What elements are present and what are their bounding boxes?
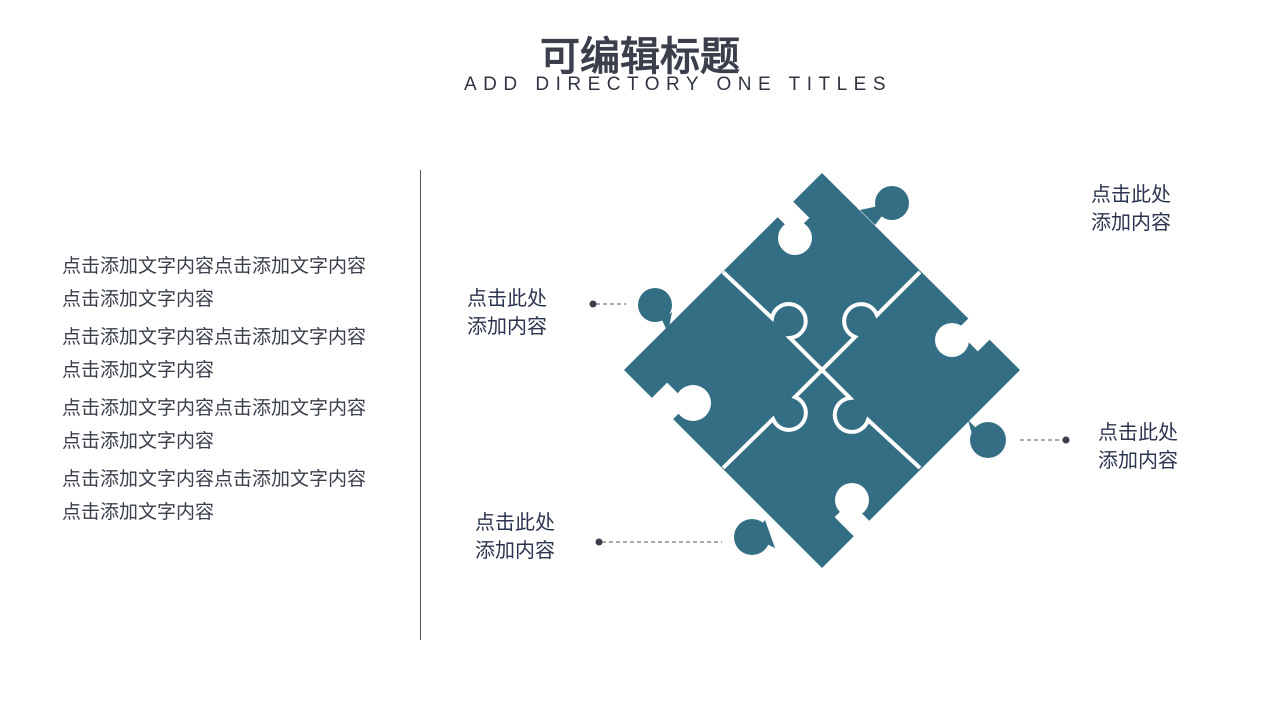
label-right: 点击此处 添加内容 — [1098, 418, 1178, 474]
label-title: 点击此处 — [1091, 182, 1171, 206]
label-text: 添加内容 — [1098, 448, 1178, 472]
label-text: 添加内容 — [1091, 210, 1171, 234]
page-subtitle: ADD DIRECTORY ONE TITLES — [463, 74, 893, 95]
text-block-3: 点击添加文字内容点击添加文字内容点击添加文字内容 — [62, 397, 367, 452]
label-title: 点击此处 — [1098, 420, 1178, 444]
label-title: 点击此处 — [475, 510, 555, 534]
text-block-2: 点击添加文字内容点击添加文字内容点击添加文字内容 — [62, 326, 367, 381]
label-left: 点击此处 添加内容 — [467, 284, 547, 340]
connector-lines — [596, 303, 1063, 543]
text-block-1: 点击添加文字内容点击添加文字内容点击添加文字内容 — [62, 255, 367, 310]
page-title: 可编辑标题 — [540, 34, 740, 80]
label-text: 添加内容 — [475, 538, 555, 562]
puzzle-seams — [721, 270, 922, 470]
vertical-divider — [420, 170, 421, 640]
tab-left — [638, 288, 672, 322]
label-top-right: 点击此处 添加内容 — [1091, 180, 1171, 236]
text-block-4: 点击添加文字内容点击添加文字内容点击添加文字内容 — [62, 468, 367, 523]
puzzle-holes — [651, 196, 994, 539]
label-text: 添加内容 — [467, 314, 547, 338]
connector-dots — [589, 300, 1070, 546]
label-title: 点击此处 — [467, 286, 547, 310]
label-bottom-left: 点击此处 添加内容 — [475, 508, 555, 564]
